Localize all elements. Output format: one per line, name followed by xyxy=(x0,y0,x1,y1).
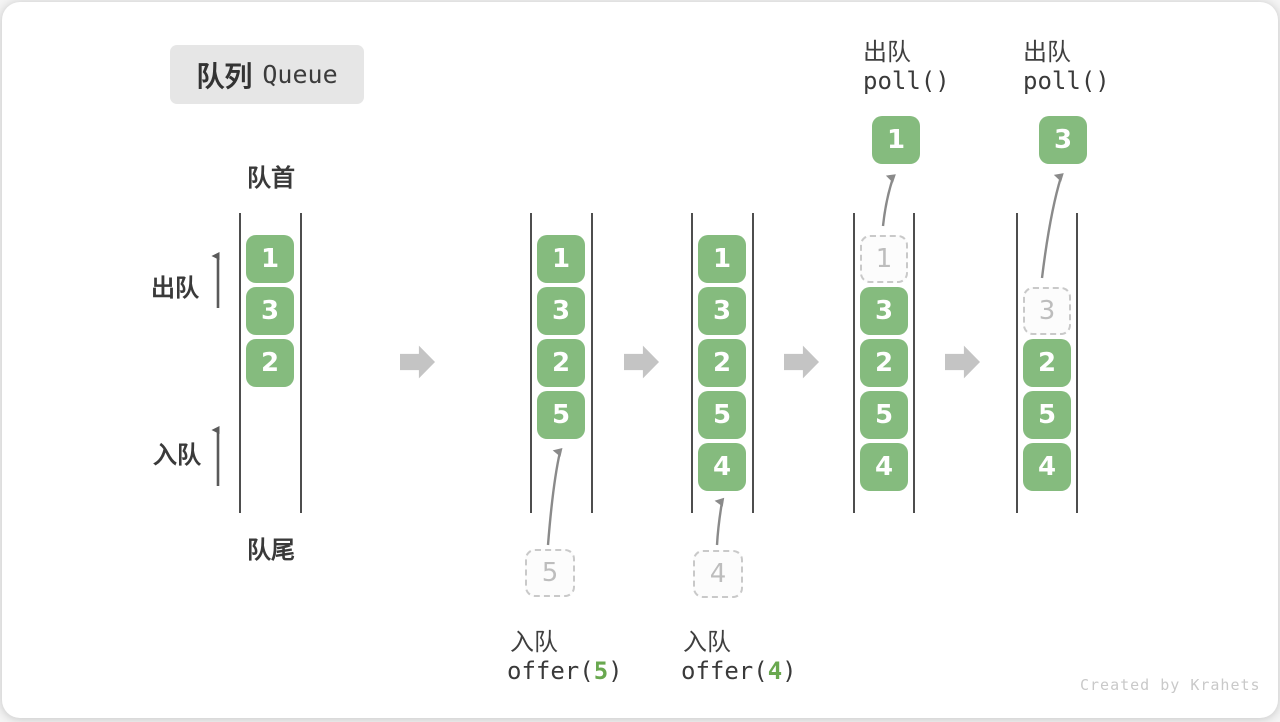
queue4-wall-right xyxy=(913,213,915,513)
op-enqueue4-code: offer(4) xyxy=(681,657,797,685)
queue3-slot: 3 xyxy=(698,287,746,335)
op-enqueue5-arg: 5 xyxy=(593,657,609,685)
queue2-slot: 5 xyxy=(537,391,585,439)
queue5-slot: 2 xyxy=(1023,339,1071,387)
queue5-slot: 4 xyxy=(1023,443,1071,491)
queue5-wall-left xyxy=(1016,213,1018,513)
queue3-incoming-box: 4 xyxy=(693,550,743,598)
queue1-slot: 2 xyxy=(246,339,294,387)
step-arrow-icon xyxy=(624,345,659,379)
queue4-slot: 2 xyxy=(860,339,908,387)
queue3-slot: 4 xyxy=(698,443,746,491)
queue5-slot: 5 xyxy=(1023,391,1071,439)
title-badge: 队列 Queue xyxy=(170,45,364,104)
queue3-slot: 1 xyxy=(698,235,746,283)
op-enqueue5-label: 入队 xyxy=(510,628,558,656)
poll1-curved-arrow xyxy=(881,174,896,227)
label-queue-rear: 队尾 xyxy=(247,536,295,564)
queue1-slot: 1 xyxy=(246,235,294,283)
label-queue-front: 队首 xyxy=(247,164,295,192)
op-enqueue4-label: 入队 xyxy=(683,628,731,656)
queue5-polled-box: 3 xyxy=(1039,116,1087,164)
queue4-slot-removed: 1 xyxy=(860,235,908,283)
queue4-wall-left xyxy=(853,213,855,513)
op-enqueue4-arg: 4 xyxy=(767,657,783,685)
poll3-curved-arrow xyxy=(1040,173,1064,279)
op-poll1-code: poll() xyxy=(863,67,950,95)
credit-text: Created by Krahets xyxy=(1080,676,1261,694)
queue4-slot: 5 xyxy=(860,391,908,439)
label-enqueue: 入队 xyxy=(153,441,201,469)
queue2-slot: 3 xyxy=(537,287,585,335)
queue3-slot: 2 xyxy=(698,339,746,387)
queue1-wall-right xyxy=(300,213,302,513)
queue4-polled-box: 1 xyxy=(872,116,920,164)
queue2-wall-right xyxy=(591,213,593,513)
queue1-slot: 3 xyxy=(246,287,294,335)
op-enqueue5-code: offer(5) xyxy=(507,657,623,685)
title-zh: 队列 xyxy=(196,59,253,93)
queue3-slot: 5 xyxy=(698,391,746,439)
enqueue5-curved-arrow xyxy=(546,447,563,546)
queue2-incoming-box: 5 xyxy=(525,549,575,597)
step-arrow-icon xyxy=(400,345,435,379)
step-arrow-icon xyxy=(945,345,980,379)
queue5-wall-right xyxy=(1076,213,1078,513)
label-dequeue: 出队 xyxy=(151,274,199,302)
queue2-wall-left xyxy=(530,213,532,513)
op-poll2-label: 出队 xyxy=(1023,38,1071,66)
queue2-slot: 2 xyxy=(537,339,585,387)
queue3-wall-left xyxy=(691,213,693,513)
queue3-wall-right xyxy=(752,213,754,513)
queue4-slot: 4 xyxy=(860,443,908,491)
step-arrow-icon xyxy=(784,345,819,379)
queue4-slot: 3 xyxy=(860,287,908,335)
title-en: Queue xyxy=(262,60,338,89)
queue5-slot-removed: 3 xyxy=(1023,287,1071,335)
enqueue4-curved-arrow xyxy=(714,497,725,546)
op-poll1-label: 出队 xyxy=(863,38,911,66)
queue2-slot: 1 xyxy=(537,235,585,283)
op-poll2-code: poll() xyxy=(1023,67,1110,95)
queue1-wall-left xyxy=(239,213,241,513)
